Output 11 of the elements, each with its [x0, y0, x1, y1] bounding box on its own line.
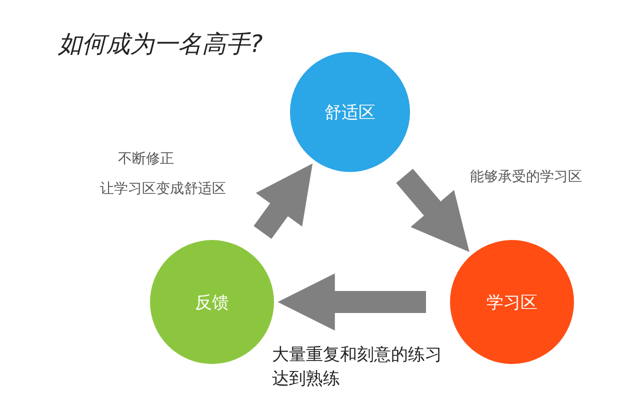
- block-arrow: [396, 168, 470, 252]
- note: 能够承受的学习区: [470, 168, 583, 186]
- node-label: 学习区: [486, 292, 538, 314]
- node-label: 反馈: [195, 292, 229, 314]
- block-arrow: [254, 164, 313, 239]
- note: 让学习区变成舒适区: [100, 180, 227, 198]
- title: 如何成为一名高手?: [58, 29, 263, 60]
- note: 不断修正: [118, 150, 175, 168]
- block-arrow: [278, 273, 426, 331]
- edge-label: 大量重复和刻意的练习达到熟练: [272, 344, 443, 391]
- node-label: 舒适区: [324, 102, 376, 124]
